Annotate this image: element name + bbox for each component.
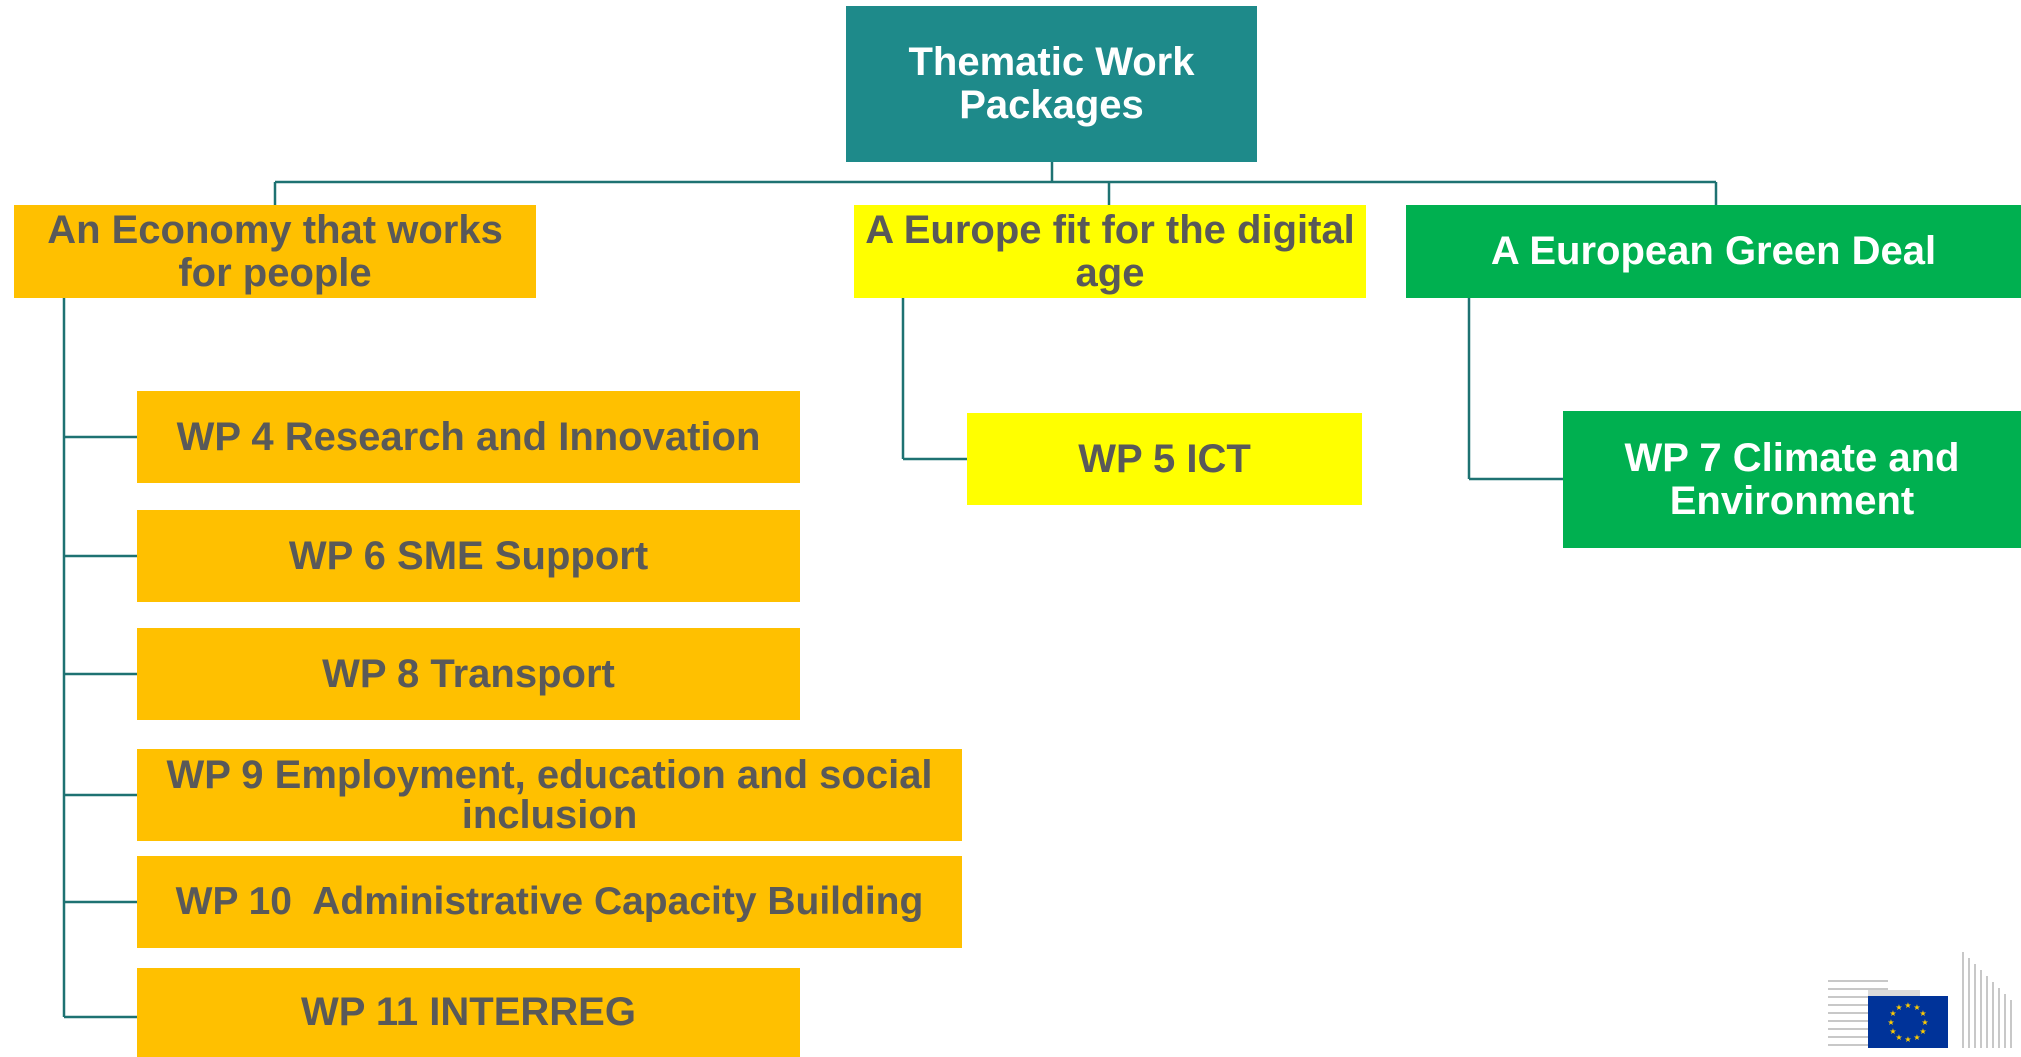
pillar-green-deal-label: A European Green Deal (1490, 229, 1937, 274)
svg-text:★: ★ (1889, 1009, 1896, 1018)
svg-text:★: ★ (1921, 1018, 1928, 1027)
svg-text:★: ★ (1904, 1001, 1911, 1010)
svg-text:★: ★ (1913, 1003, 1920, 1012)
wp-node: WP 7 Climate and Environment (1563, 411, 2021, 548)
european-commission-logo: ★ ★ ★ ★ ★ ★ ★ ★ ★ ★ ★ ★ (1828, 952, 2012, 1048)
wp-5-label: WP 5 ICT (1078, 436, 1251, 481)
svg-text:★: ★ (1904, 1035, 1911, 1044)
pillar-digital: A Europe fit for the digital age (854, 205, 1366, 298)
wp-node: WP 5 ICT (967, 413, 1362, 505)
wp-7-label: WP 7 Climate and Environment (1624, 435, 1960, 523)
root-node: Thematic Work Packages (846, 6, 1257, 162)
svg-text:★: ★ (1919, 1027, 1926, 1036)
wp-node: WP 10 Administrative Capacity Building (137, 856, 962, 948)
pillar-economy: An Economy that works for people (14, 205, 536, 298)
wp-10-label: WP 10 Administrative Capacity Building (175, 880, 924, 924)
wp-node: WP 11 INTERREG (137, 968, 800, 1057)
svg-text:★: ★ (1895, 1003, 1902, 1012)
wp-node: WP 9 Employment, education and social in… (137, 749, 962, 841)
wp-8-label: WP 8 Transport (322, 651, 615, 696)
eu-flag-icon (1868, 996, 1948, 1048)
wp-4-label: WP 4 Research and Innovation (176, 414, 761, 459)
pillar-digital-label: A Europe fit for the digital age (865, 207, 1355, 295)
wp-node: WP 8 Transport (137, 628, 800, 720)
wp-11-label: WP 11 INTERREG (301, 990, 636, 1035)
svg-text:★: ★ (1889, 1027, 1896, 1036)
root-label: Thematic Work Packages (908, 40, 1195, 127)
wp-9-label: WP 9 Employment, education and social in… (166, 753, 933, 837)
svg-text:★: ★ (1913, 1033, 1920, 1042)
pillar-economy-label: An Economy that works for people (47, 207, 503, 295)
svg-text:★: ★ (1895, 1033, 1902, 1042)
svg-text:★: ★ (1919, 1009, 1926, 1018)
wp-node: WP 6 SME Support (137, 510, 800, 602)
svg-text:★: ★ (1887, 1018, 1894, 1027)
wp-node: WP 4 Research and Innovation (137, 391, 800, 483)
pillar-green-deal: A European Green Deal (1406, 205, 2021, 298)
wp-6-label: WP 6 SME Support (288, 533, 649, 578)
